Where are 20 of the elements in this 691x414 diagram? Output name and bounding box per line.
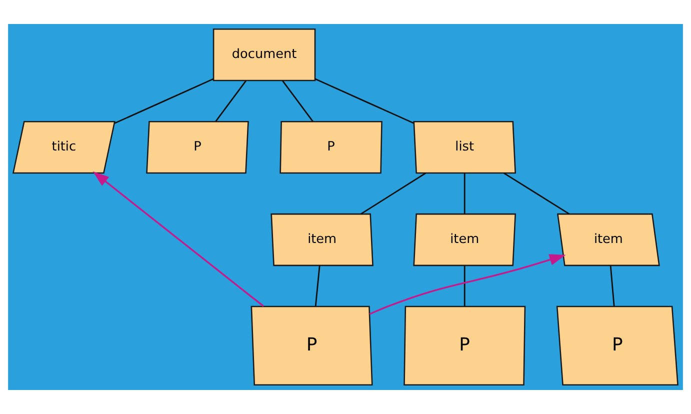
connector (315, 78, 414, 124)
node-box: P (280, 120, 382, 174)
node-box: P (146, 120, 249, 174)
connector (314, 265, 320, 306)
node-box: item (270, 213, 374, 266)
connector (464, 266, 466, 306)
connector (610, 265, 615, 306)
node-box: document (212, 28, 316, 82)
connector (360, 172, 426, 215)
connector (282, 80, 314, 122)
node-box: item (413, 213, 516, 266)
node-box: P (250, 306, 373, 386)
node-box: P (404, 306, 526, 386)
connector (464, 173, 466, 214)
node-box: list (413, 120, 516, 174)
arrow (92, 171, 264, 307)
connector (215, 80, 247, 122)
connector (114, 78, 214, 124)
arrow (369, 254, 566, 315)
connector (504, 172, 570, 215)
